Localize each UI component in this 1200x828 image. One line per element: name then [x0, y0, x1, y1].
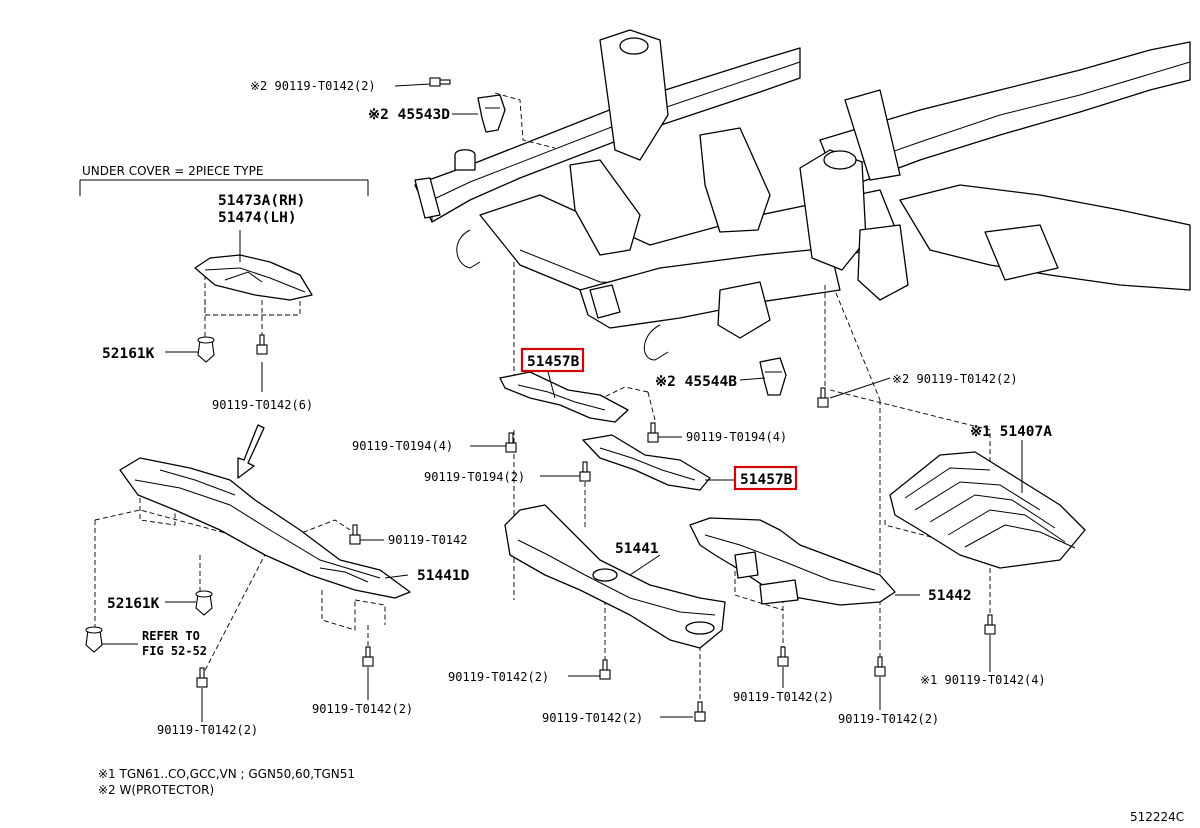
cover-51441d-drawing	[119, 457, 411, 599]
bolt-icon	[777, 646, 789, 667]
bolt-icon	[984, 614, 996, 635]
label-bolt-t0194-2[interactable]: 90119-T0194(2)	[424, 470, 525, 484]
chassis-frame-drawing	[414, 29, 1191, 361]
footnote-1: ※1 TGN61..CO,GCC,VN ; GGN50,60,TGN51	[98, 767, 355, 781]
label-bolt-t0142-single[interactable]: 90119-T0142	[388, 533, 467, 547]
bolt-icon	[817, 387, 829, 408]
label-bracket-45544b[interactable]: ※2 45544B	[655, 374, 737, 390]
clip-icon	[195, 590, 213, 616]
label-clip-52161k-top[interactable]: 52161K	[102, 346, 155, 362]
bolt-icon	[349, 524, 361, 545]
bolt-icon	[694, 701, 706, 722]
bracket-51457b-upper-drawing	[499, 371, 629, 423]
label-bolt-t0194-4-right[interactable]: 90119-T0194(4)	[686, 430, 787, 444]
group-bracket	[79, 179, 369, 196]
bracket-45543d-drawing	[477, 94, 506, 133]
bolt-icon	[647, 422, 659, 443]
label-bolt-51407a[interactable]: ※1 90119-T0142(4)	[920, 673, 1046, 687]
label-bolt-top[interactable]: ※2 90119-T0142(2)	[250, 79, 376, 93]
label-cover-51442[interactable]: 51442	[928, 588, 972, 604]
highlight-51457b-lower	[733, 465, 798, 491]
bracket-51457b-lower-drawing	[582, 434, 711, 491]
label-bolt-left-bottom[interactable]: 90119-T0142(2)	[157, 723, 258, 737]
bolt-icon	[505, 432, 517, 453]
label-bolt-t0142-6[interactable]: 90119-T0142(6)	[212, 398, 313, 412]
clip-icon	[197, 336, 215, 363]
bolt-icon	[429, 77, 451, 87]
bolts-and-clips	[85, 77, 996, 722]
down-arrow-icon	[237, 424, 265, 479]
text-labels: UNDER COVER = 2PIECE TYPE ※2 90119-T0142…	[82, 79, 1184, 824]
group-title: UNDER COVER = 2PIECE TYPE	[82, 164, 263, 178]
label-bolt-t0194-4-left[interactable]: 90119-T0194(4)	[352, 439, 453, 453]
label-cover-rh[interactable]: 51473A(RH)	[218, 193, 305, 209]
bolt-icon	[599, 659, 611, 680]
highlight-51457b-upper	[520, 347, 585, 373]
side-cover-51473a-drawing	[194, 254, 313, 301]
label-cover-51441d[interactable]: 51441D	[417, 568, 470, 584]
bolt-icon	[579, 461, 591, 482]
leader-lines	[102, 83, 1023, 722]
label-clip-52161k-bottom[interactable]: 52161K	[107, 596, 160, 612]
label-bracket-51457b-lower[interactable]: 51457B	[740, 472, 793, 488]
label-bolt-51441-a[interactable]: 90119-T0142(2)	[448, 670, 549, 684]
label-refer-fig[interactable]: FIG 52-52	[142, 644, 207, 658]
label-cover-51407a[interactable]: ※1 51407A	[970, 424, 1052, 440]
bolt-icon	[362, 646, 374, 667]
label-bolt-51441-b[interactable]: 90119-T0142(2)	[542, 711, 643, 725]
cover-51441-drawing	[504, 504, 726, 649]
bolt-icon	[874, 656, 886, 677]
label-bolt-right[interactable]: ※2 90119-T0142(2)	[892, 372, 1018, 386]
label-bracket-45543d[interactable]: ※2 45543D	[368, 107, 450, 123]
label-cover-lh[interactable]: 51474(LH)	[218, 210, 297, 226]
label-bolt-51442-b[interactable]: 90119-T0142(2)	[838, 712, 939, 726]
bolt-icon	[256, 334, 268, 355]
bolt-icon	[196, 667, 208, 688]
label-bracket-51457b-upper[interactable]: 51457B	[527, 354, 580, 370]
diagram-id: 512224C	[1130, 810, 1184, 824]
clip-icon	[85, 626, 103, 653]
footnote-2: ※2 W(PROTECTOR)	[98, 783, 214, 797]
label-bolt-51442-a[interactable]: 90119-T0142(2)	[733, 690, 834, 704]
label-bolt-51441d[interactable]: 90119-T0142(2)	[312, 702, 413, 716]
label-refer-to[interactable]: REFER TO	[142, 629, 200, 643]
cover-51442-drawing	[689, 517, 896, 606]
bracket-45544b-drawing	[759, 357, 787, 396]
label-cover-51441[interactable]: 51441	[615, 541, 659, 557]
cover-51407a-drawing	[889, 451, 1086, 569]
